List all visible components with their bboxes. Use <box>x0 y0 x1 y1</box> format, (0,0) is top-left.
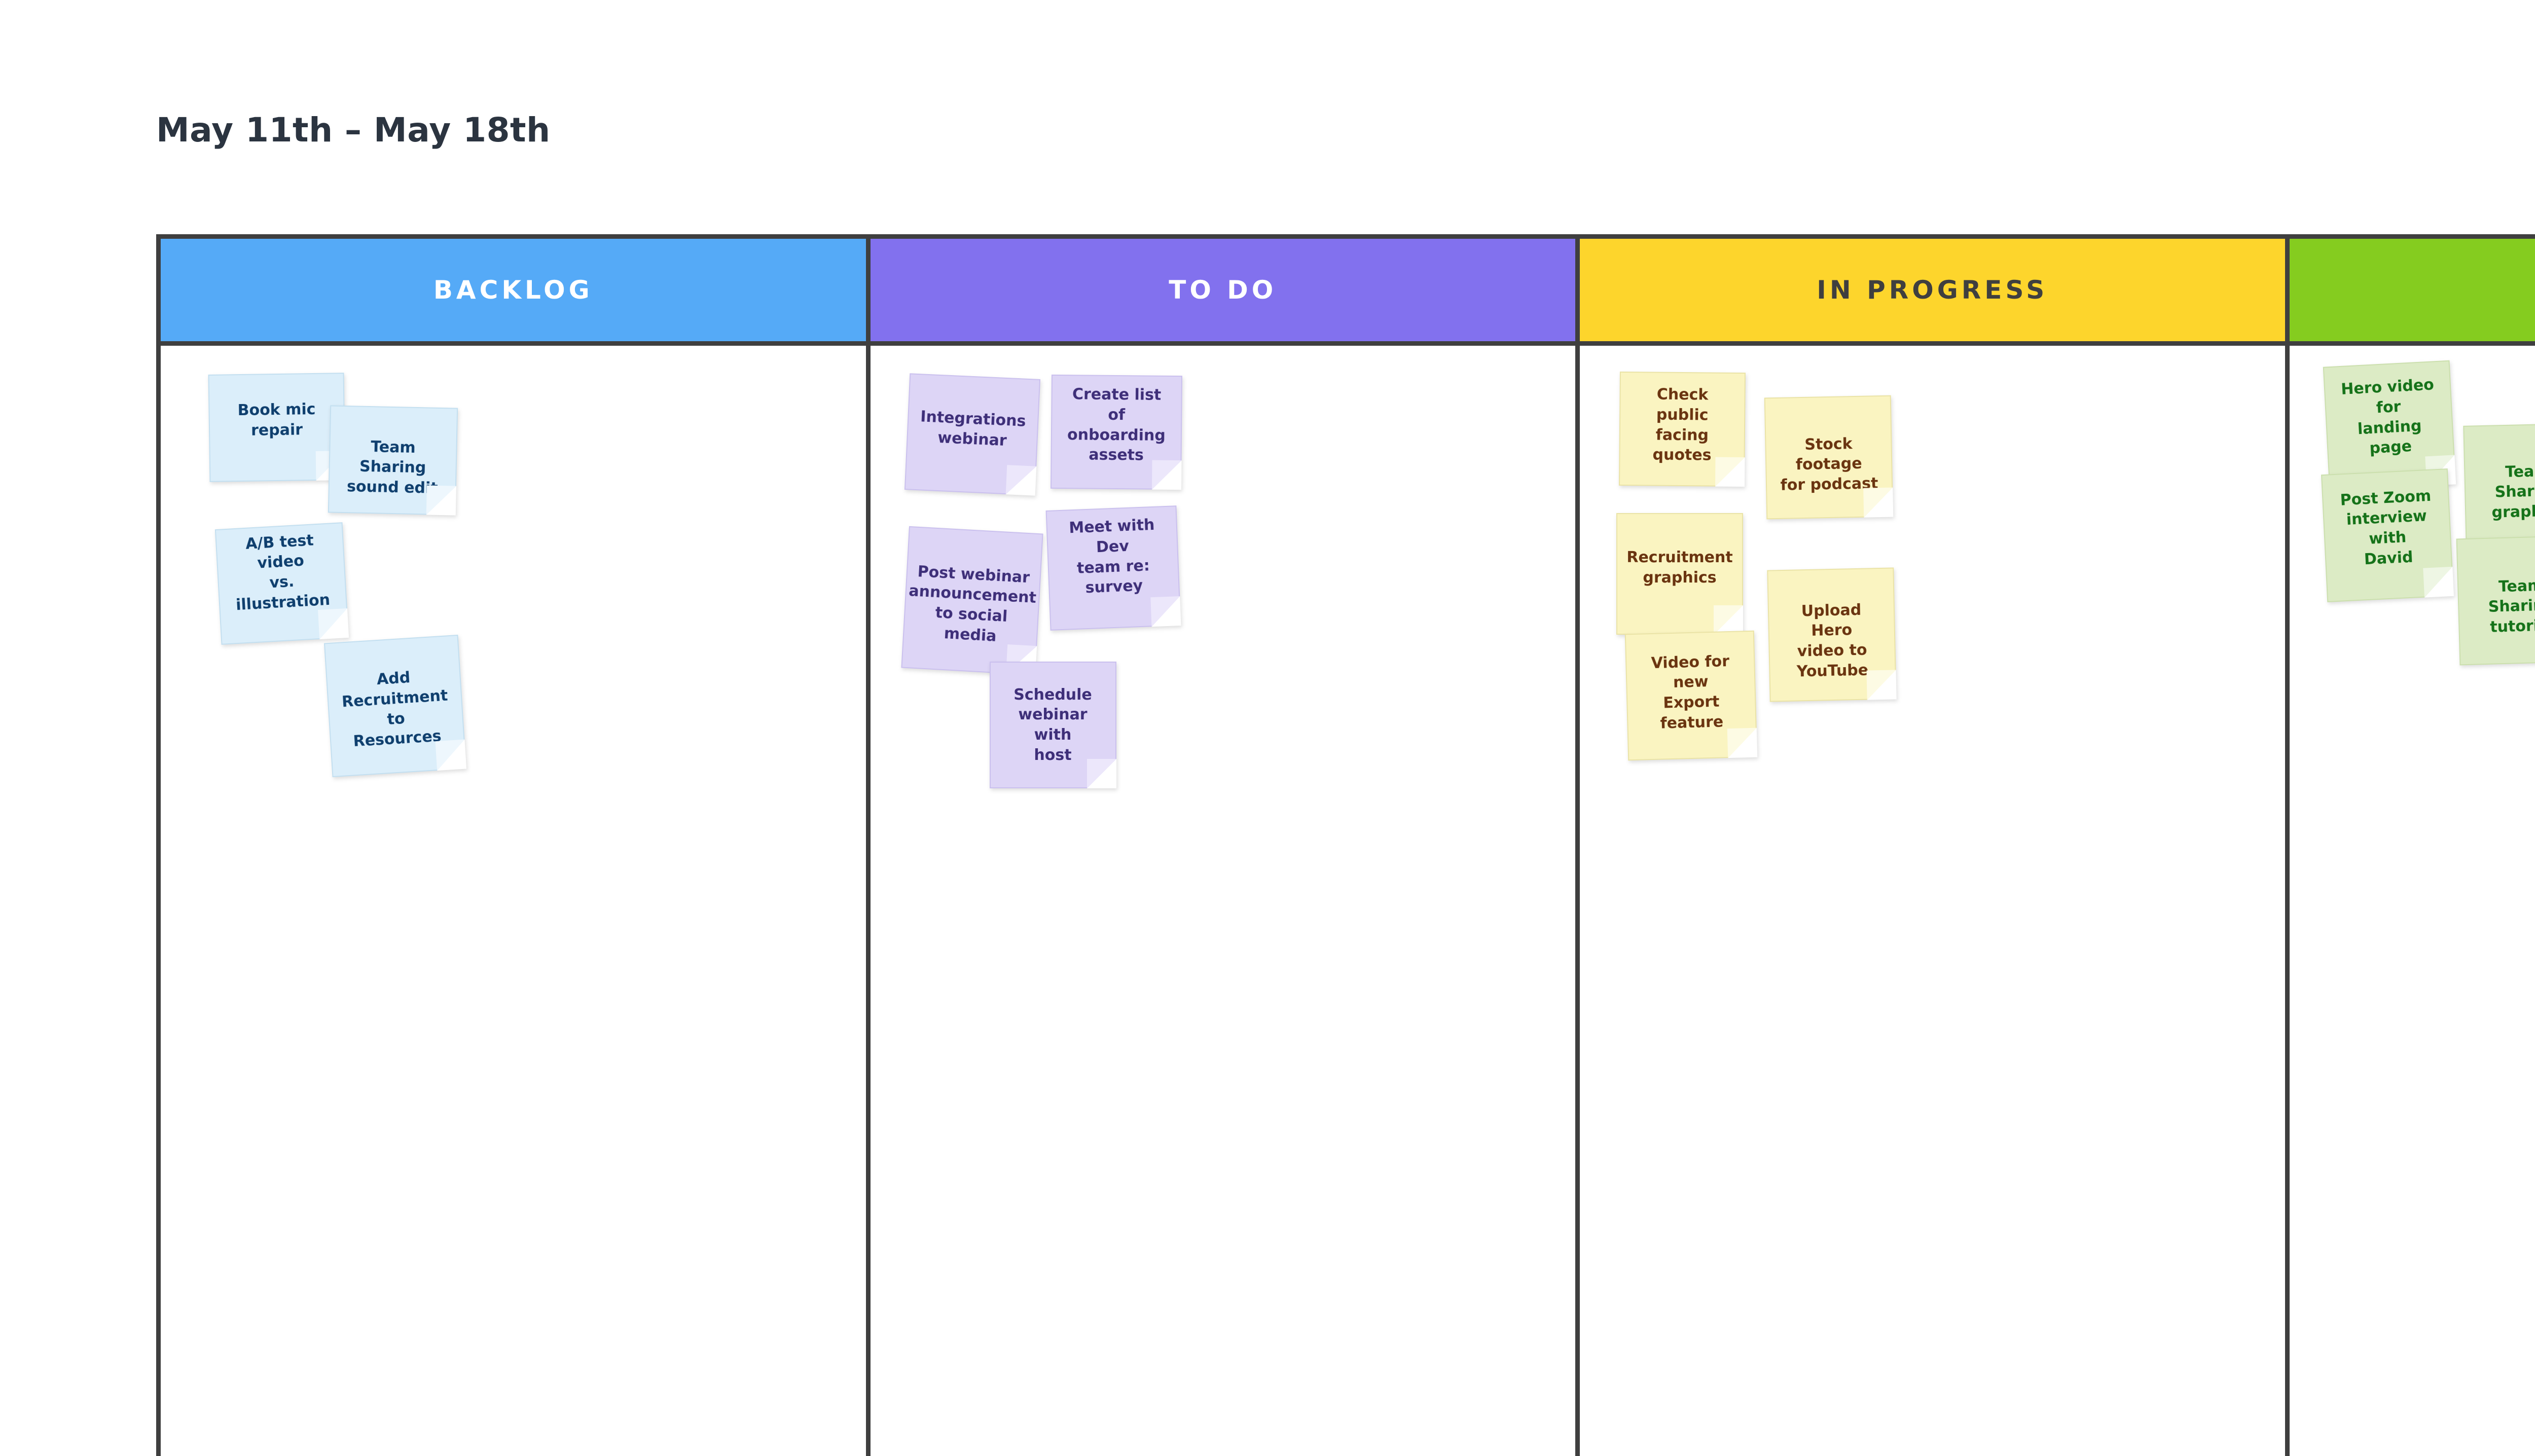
sticky-note-text: Team Sharing tutorial <box>2487 576 2535 636</box>
sticky-note-text: Team Sharing graphics <box>2491 462 2535 522</box>
sticky-note-text: Post Zoom interview with David <box>2339 487 2432 568</box>
folded-corner-icon <box>1087 759 1116 788</box>
sticky-note-text: Upload Hero video to YouTube <box>1796 601 1869 681</box>
sticky-note-text: Hero video for landing page <box>2340 376 2435 458</box>
sticky-note[interactable]: Team Sharing tutorial <box>2456 535 2535 666</box>
sticky-note-text: Add Recruitment to Resources <box>341 669 449 751</box>
sticky-note[interactable]: Team Sharing sound edit <box>328 405 458 516</box>
sticky-note[interactable]: Integrations webinar <box>904 373 1040 496</box>
column-header-row: BACKLOG TO DO IN PROGRESS DONE <box>156 234 2535 346</box>
column-header-todo[interactable]: TO DO <box>870 239 1580 341</box>
sticky-note-text: A/B test video vs. illustration <box>235 531 331 614</box>
sticky-note-text: Check public facing quotes <box>1652 385 1712 464</box>
sticky-note-text: Video for new Export feature <box>1651 652 1730 733</box>
folded-corner-icon <box>426 485 456 516</box>
lane-todo: Integrations webinar Create list of onboa… <box>871 346 1580 1456</box>
sticky-note[interactable]: Post Zoom interview with David <box>2321 468 2454 602</box>
kanban-board: BACKLOG TO DO IN PROGRESS DONE Book mic rep… <box>156 234 2535 1456</box>
column-header-inprogress[interactable]: IN PROGRESS <box>1580 239 2290 341</box>
sticky-note[interactable]: Book mic repair <box>208 373 346 482</box>
column-header-label: BACKLOG <box>433 275 593 305</box>
sticky-note[interactable]: A/B test video vs. illustration <box>214 522 349 645</box>
folded-corner-icon <box>2422 566 2454 598</box>
page-title: May 11th – May 18th <box>156 111 551 150</box>
sticky-note[interactable]: Create list of onboarding assets <box>1050 374 1182 490</box>
folded-corner-icon <box>1714 605 1743 635</box>
sticky-note[interactable]: Stock footage for podcast <box>1764 395 1894 520</box>
sticky-note-text: Recruitment graphics <box>1626 549 1733 587</box>
sticky-note[interactable]: Meet with Dev team re: survey <box>1045 505 1181 631</box>
column-header-label: IN PROGRESS <box>1817 275 2048 305</box>
folded-corner-icon <box>1715 457 1745 487</box>
folded-corner-icon <box>1863 487 1894 518</box>
folded-corner-icon <box>1866 670 1897 700</box>
folded-corner-icon <box>435 739 467 771</box>
folded-corner-icon <box>1727 727 1758 758</box>
sticky-note-text: Meet with Dev team re: survey <box>1068 516 1155 597</box>
sticky-note[interactable]: Add Recruitment to Resources <box>323 634 467 778</box>
sticky-note[interactable]: Team Sharing graphics <box>2462 423 2535 549</box>
folded-corner-icon <box>1005 465 1036 496</box>
column-header-done[interactable]: DONE <box>2289 239 2535 341</box>
folded-corner-icon <box>1150 596 1181 627</box>
sticky-note-text: Stock footage for podcast <box>1780 434 1878 494</box>
sticky-note[interactable]: Schedule webinar with host <box>989 662 1116 788</box>
sticky-note-text: Post webinar announcement to social medi… <box>908 562 1037 645</box>
sticky-note[interactable]: Video for new Export feature <box>1624 630 1758 761</box>
sticky-note[interactable]: Upload Hero video to YouTube <box>1767 567 1897 702</box>
folded-corner-icon <box>318 608 349 640</box>
sticky-note[interactable]: Recruitment graphics <box>1616 513 1743 635</box>
column-header-label: TO DO <box>1169 275 1277 305</box>
sticky-note-text: Create list of onboarding assets <box>1067 385 1166 464</box>
sticky-note-text: Book mic repair <box>237 401 316 440</box>
sticky-note-text: Schedule webinar with host <box>1013 685 1092 764</box>
sticky-note-text: Integrations webinar <box>920 408 1026 450</box>
sticky-note[interactable]: Check public facing quotes <box>1619 371 1746 487</box>
folded-corner-icon <box>1151 460 1182 490</box>
column-header-backlog[interactable]: BACKLOG <box>161 239 871 341</box>
sticky-note[interactable]: Post webinar announcement to social medi… <box>900 526 1043 676</box>
